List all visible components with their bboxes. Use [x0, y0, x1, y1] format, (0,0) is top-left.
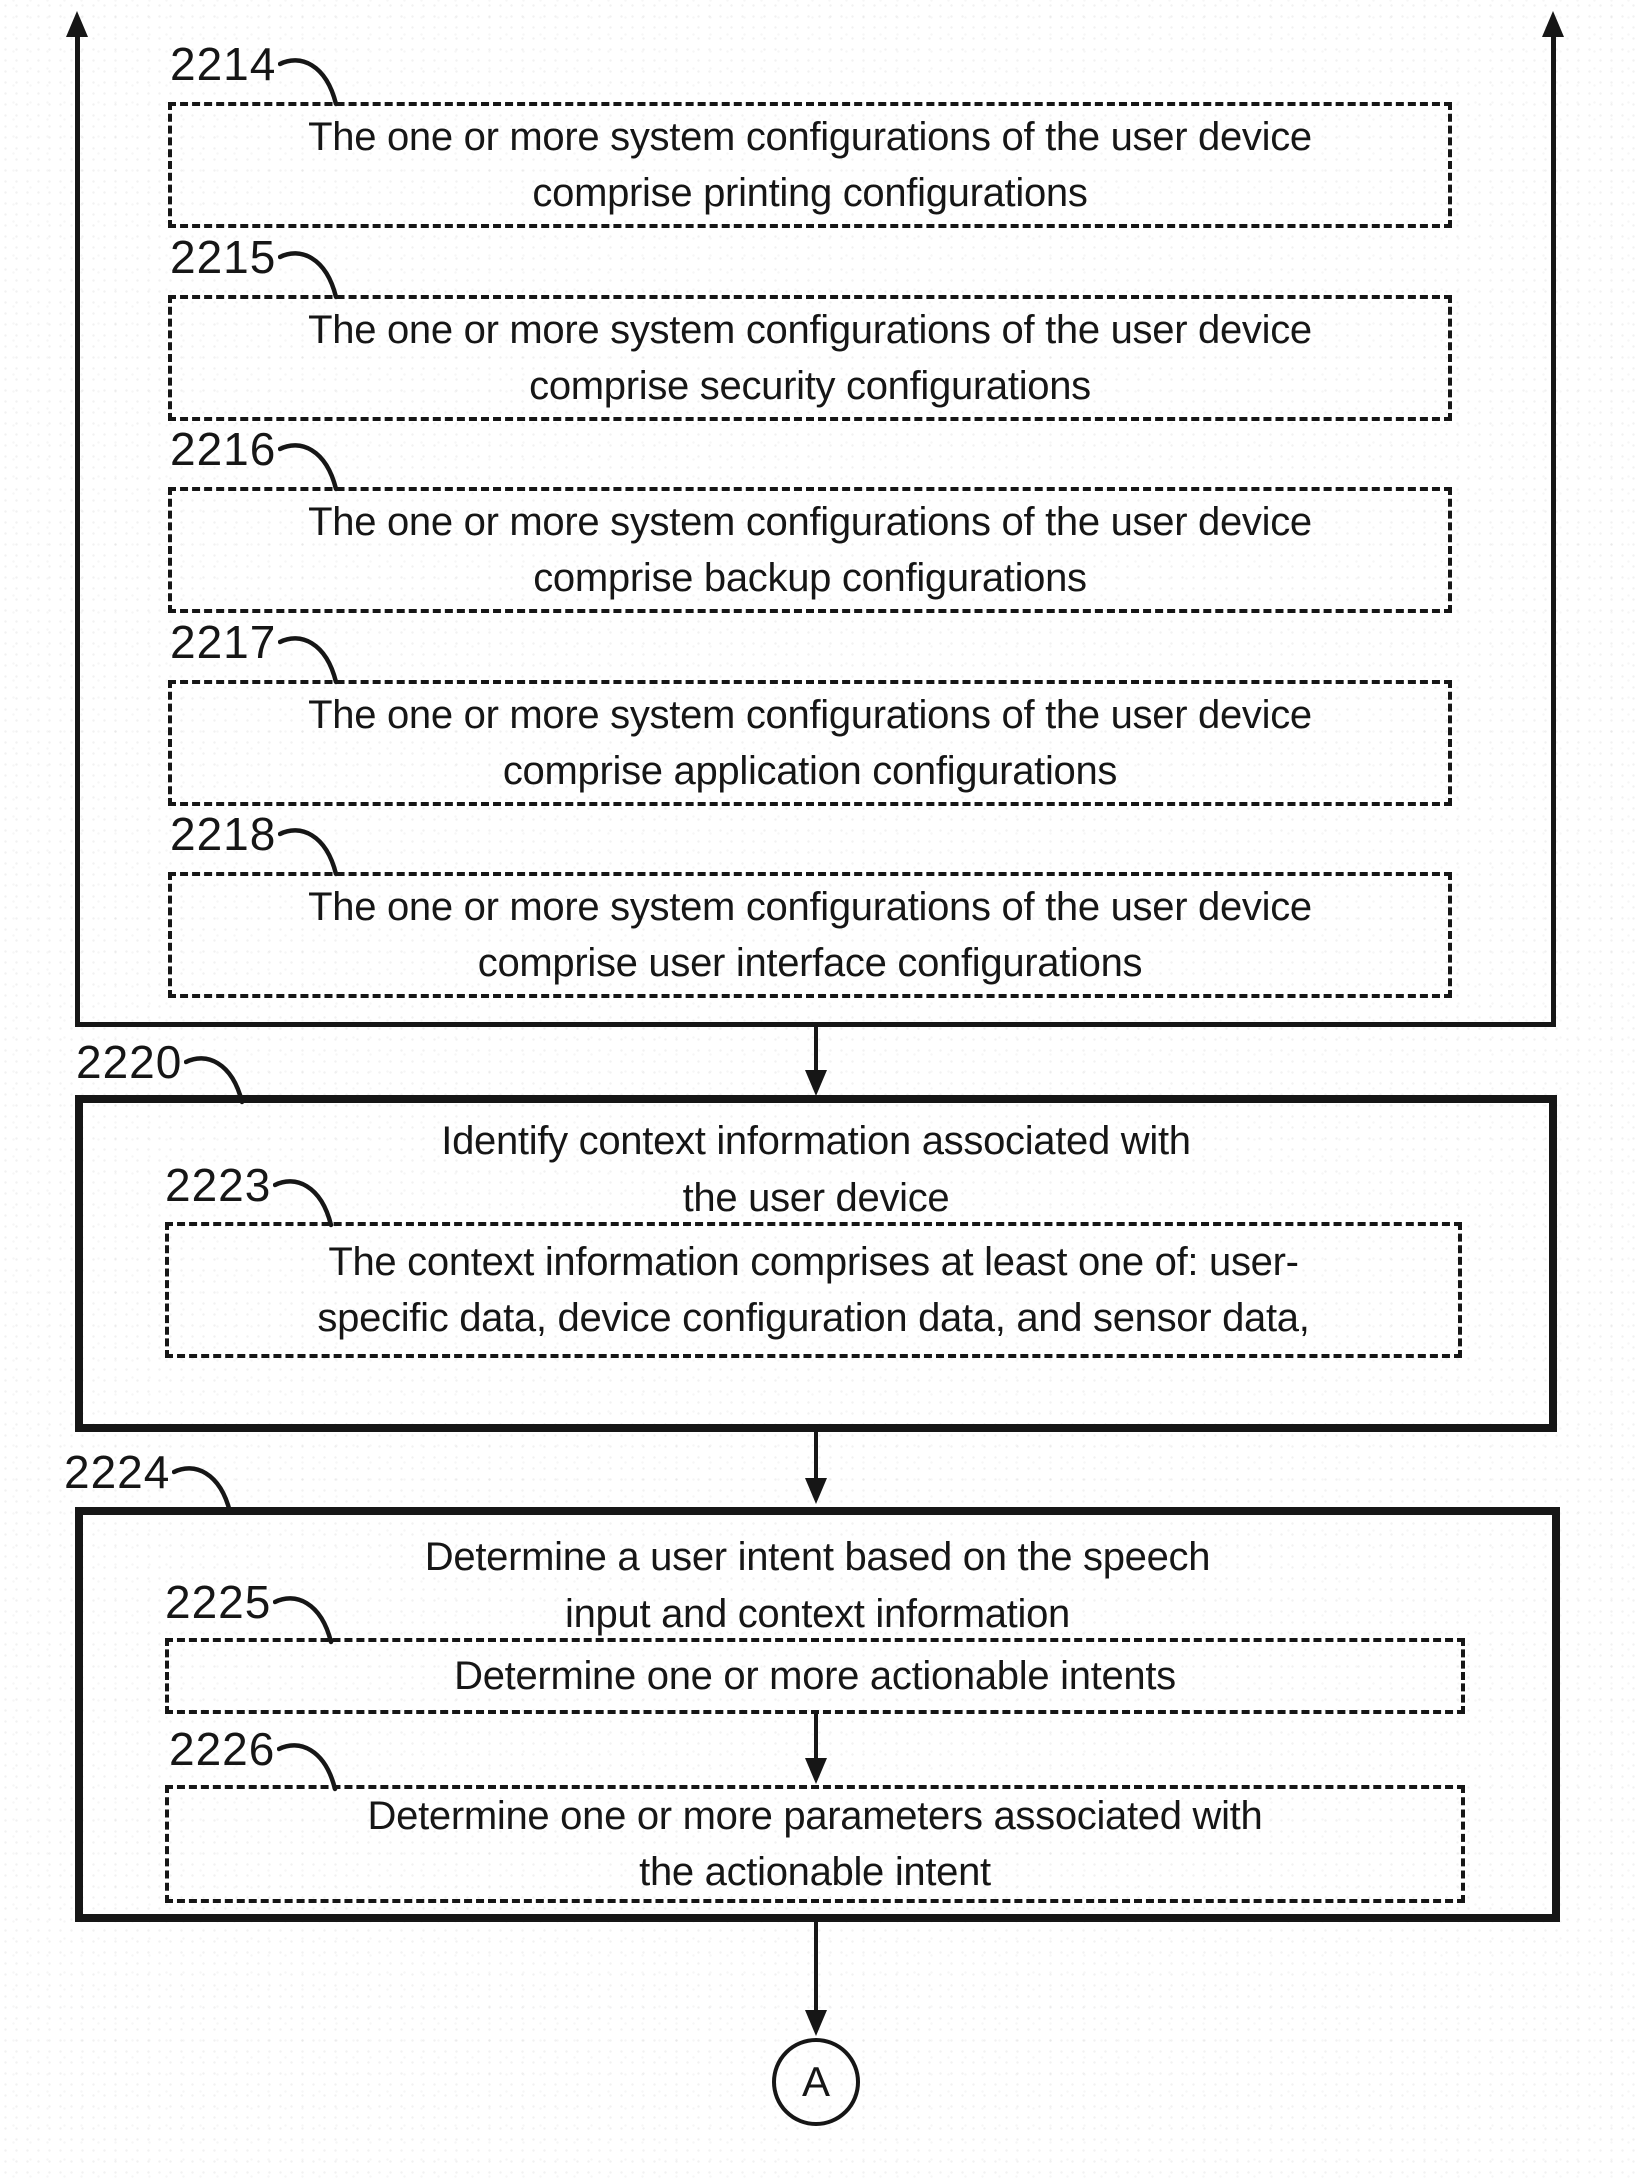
- determine-title: Determine a user intent based on the spe…: [83, 1529, 1552, 1643]
- context-info-line: specific data, device configuration data…: [317, 1296, 1310, 1340]
- determine-intent-box: Determine a user intent based on the spe…: [75, 1507, 1560, 1922]
- flow-arrowhead-icon: [805, 1478, 827, 1504]
- continuation-arrow-up-left-icon: [66, 11, 88, 37]
- step-text-line: The one or more system configurations of…: [308, 308, 1312, 352]
- ref-number: 2223: [165, 1159, 272, 1211]
- continuation-arrow-up-right-icon: [1542, 11, 1564, 37]
- parameters-box: Determine one or more parameters associa…: [165, 1785, 1465, 1903]
- leader-curve-icon: [278, 636, 339, 685]
- leader-curve-icon: [278, 58, 339, 107]
- step-2216: 2216 The one or more system configuratio…: [168, 425, 1452, 613]
- flow-line: [814, 1027, 818, 1072]
- step-text-line: The one or more system configurations of…: [308, 885, 1312, 929]
- step-text-line: The one or more system configurations of…: [308, 500, 1312, 544]
- ref-label-2215: 2215: [170, 231, 1452, 300]
- leader-curve-icon: [277, 1743, 338, 1792]
- actionable-intents-line: Determine one or more actionable intents: [454, 1654, 1176, 1698]
- step-2215: 2215 The one or more system configuratio…: [168, 233, 1452, 421]
- identify-title: Identify context information associated …: [83, 1113, 1549, 1227]
- identify-title-line: Identify context information associated …: [441, 1119, 1191, 1163]
- ref-label-2214: 2214: [170, 38, 1452, 107]
- step-text-line: comprise printing configurations: [532, 171, 1088, 215]
- step-box-2217: The one or more system configurations of…: [168, 680, 1452, 806]
- determine-title-line: Determine a user intent based on the spe…: [424, 1535, 1211, 1579]
- ref-number: 2218: [170, 808, 277, 860]
- ref-label-2226: 2226: [169, 1725, 341, 1793]
- determine-title-line: input and context information: [565, 1592, 1070, 1636]
- parameters-line: the actionable intent: [639, 1850, 991, 1894]
- step-text-line: The one or more system configurations of…: [308, 693, 1312, 737]
- ref-number: 2214: [170, 38, 277, 90]
- leader-curve-icon: [278, 443, 339, 492]
- ref-number: 2225: [165, 1576, 272, 1628]
- flow-arrowhead-icon: [805, 1758, 827, 1784]
- ref-number: 2224: [64, 1446, 171, 1498]
- flow-line: [814, 1714, 818, 1760]
- ref-number: 2215: [170, 231, 277, 283]
- flow-line: [814, 1922, 818, 2012]
- flow-arrowhead-icon: [805, 2010, 827, 2036]
- context-info-line: The context information comprises at lea…: [328, 1240, 1299, 1284]
- ref-label-2225: 2225: [165, 1578, 337, 1646]
- leader-curve-icon: [184, 1056, 245, 1105]
- step-box-2214: The one or more system configurations of…: [168, 102, 1452, 228]
- step-text-line: comprise security configurations: [529, 364, 1091, 408]
- identify-context-box: Identify context information associated …: [75, 1095, 1557, 1432]
- context-info-box: The context information comprises at lea…: [165, 1222, 1462, 1358]
- flow-arrowhead-icon: [805, 1070, 827, 1096]
- ref-number: 2217: [170, 616, 277, 668]
- actionable-intents-box: Determine one or more actionable intents: [165, 1638, 1465, 1714]
- ref-label-2224: 2224: [64, 1448, 236, 1516]
- group-box: 2214 The one or more system configuratio…: [75, 36, 1556, 1027]
- leader-curve-icon: [273, 1596, 334, 1645]
- parameters-line: Determine one or more parameters associa…: [367, 1794, 1263, 1838]
- leader-curve-icon: [172, 1466, 233, 1515]
- connector-circle: A: [772, 2038, 860, 2126]
- ref-label-2218: 2218: [170, 808, 1452, 877]
- connector-label: A: [801, 2058, 830, 2105]
- ref-label-2220: 2220: [76, 1038, 248, 1106]
- step-text-line: comprise user interface configurations: [477, 941, 1143, 985]
- step-2214: 2214 The one or more system configuratio…: [168, 40, 1452, 228]
- ref-label-2216: 2216: [170, 423, 1452, 492]
- ref-label-2217: 2217: [170, 616, 1452, 685]
- leader-curve-icon: [273, 1179, 334, 1228]
- ref-number: 2216: [170, 423, 277, 475]
- step-2217: 2217 The one or more system configuratio…: [168, 618, 1452, 806]
- step-text-line: comprise application configurations: [502, 749, 1118, 793]
- step-box-2216: The one or more system configurations of…: [168, 487, 1452, 613]
- step-box-2218: The one or more system configurations of…: [168, 872, 1452, 998]
- step-text-line: comprise backup configurations: [533, 556, 1087, 600]
- ref-number: 2226: [169, 1723, 276, 1775]
- leader-curve-icon: [278, 828, 339, 877]
- flow-line: [814, 1432, 818, 1480]
- leader-curve-icon: [278, 251, 339, 300]
- step-text-line: The one or more system configurations of…: [308, 115, 1312, 159]
- identify-title-line: the user device: [682, 1176, 950, 1220]
- step-box-2215: The one or more system configurations of…: [168, 295, 1452, 421]
- ref-label-2223: 2223: [165, 1161, 337, 1229]
- ref-number: 2220: [76, 1036, 183, 1088]
- step-2218: 2218 The one or more system configuratio…: [168, 810, 1452, 998]
